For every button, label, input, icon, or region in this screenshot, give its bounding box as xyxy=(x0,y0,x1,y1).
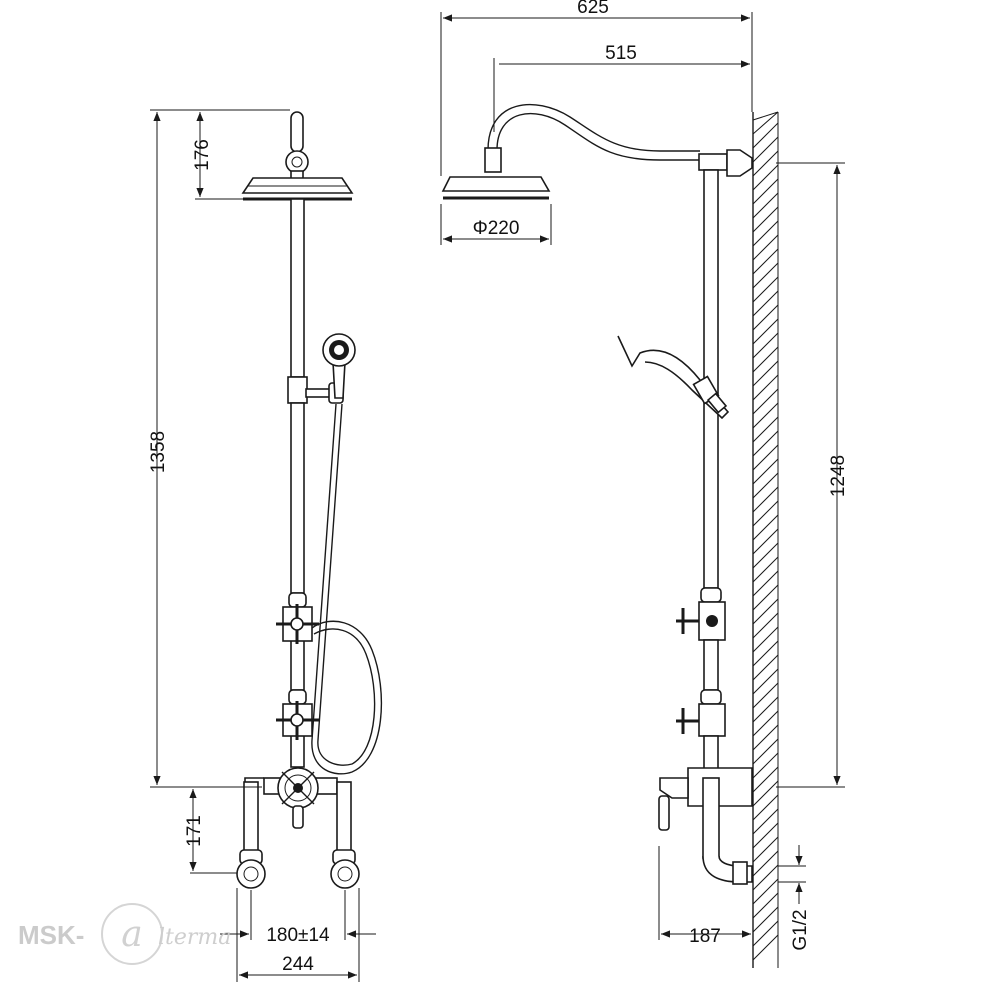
side-lower-valve-handle xyxy=(676,708,699,734)
dim-176-label: 176 xyxy=(192,139,213,171)
side-view: 625 515 Φ220 1248 187 xyxy=(440,0,849,968)
side-shower-arm xyxy=(441,103,753,200)
dim-187: 187 xyxy=(658,846,751,947)
dim-g12: G1/2 xyxy=(778,845,811,951)
dim-180-label: 180±14 xyxy=(266,925,330,946)
front-hand-shower xyxy=(305,333,356,404)
front-upper-valve-handle xyxy=(276,604,319,644)
side-hand-shower xyxy=(617,335,730,420)
watermark: MSK- a lterma xyxy=(18,903,231,965)
dim-171-label: 171 xyxy=(184,815,205,847)
front-view: 1358 176 171 180±14 244 xyxy=(148,109,383,982)
dim-g12-label: G1/2 xyxy=(790,909,811,950)
dim-1358-label: 1358 xyxy=(148,431,169,473)
dim-515: 515 xyxy=(493,43,750,132)
dim-625: 625 xyxy=(440,0,753,176)
front-hose xyxy=(311,403,383,775)
watermark-brand-tail: lterma xyxy=(158,925,231,950)
watermark-brand: MSK- xyxy=(18,920,84,950)
dim-1358: 1358 xyxy=(148,109,290,788)
side-riser-pipe xyxy=(698,169,726,773)
front-lower-valve-handle xyxy=(276,701,319,740)
dim-244-label: 244 xyxy=(282,954,314,975)
dim-515-label: 515 xyxy=(605,43,637,64)
side-upper-valve-handle xyxy=(676,608,699,634)
watermark-logo-circle xyxy=(101,903,163,965)
dim-625-label: 625 xyxy=(577,0,609,18)
front-shower-head xyxy=(241,111,354,201)
front-riser-pipe xyxy=(287,198,308,768)
dim-phi220: Φ220 xyxy=(440,204,552,245)
dim-171: 171 xyxy=(184,789,237,874)
side-thermostatic-mixer xyxy=(658,767,753,885)
dim-1248-label: 1248 xyxy=(828,455,849,497)
watermark-logo-letter: a xyxy=(121,914,142,955)
dim-187-label: 187 xyxy=(689,926,721,947)
dim-180: 180±14 xyxy=(220,890,376,946)
dim-244: 244 xyxy=(236,888,360,982)
wall-hatched xyxy=(752,111,779,968)
front-thermostatic-mixer xyxy=(236,767,360,889)
dim-phi220-label: Φ220 xyxy=(473,218,520,239)
dim-1248: 1248 xyxy=(776,162,849,788)
dim-176: 176 xyxy=(192,112,243,200)
